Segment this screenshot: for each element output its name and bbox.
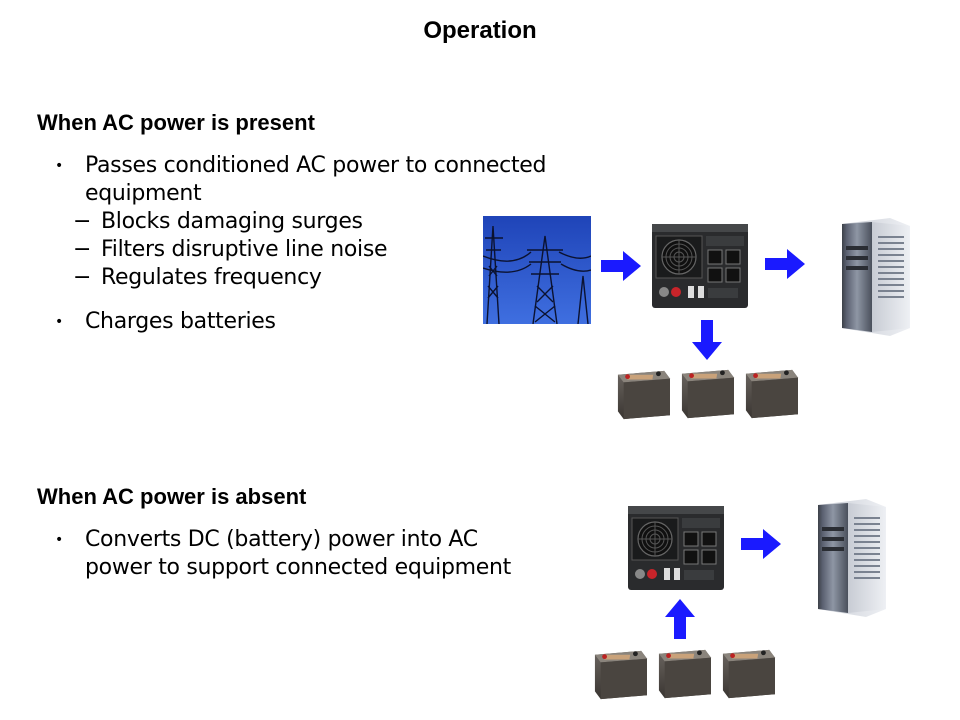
arrow-right-icon bbox=[601, 251, 641, 281]
arrow-up-icon bbox=[665, 599, 695, 639]
sub-bullet-list: − Blocks damaging surges − Filters disru… bbox=[37, 208, 617, 292]
battery-image bbox=[678, 366, 736, 420]
bullet-text: Charges batteries bbox=[85, 309, 276, 334]
bullet-item: • Converts DC (battery) power into AC po… bbox=[37, 526, 597, 582]
arrow-right-icon bbox=[765, 249, 805, 279]
inverter-charger-image bbox=[626, 504, 726, 592]
bullet-text-line: equipment bbox=[85, 181, 202, 206]
bullet-glyph: • bbox=[55, 532, 63, 548]
dash-glyph: − bbox=[73, 209, 92, 234]
sub-bullet-text: Regulates frequency bbox=[101, 265, 322, 290]
slide-title: Operation bbox=[423, 17, 537, 44]
bullet-text-line: Passes conditioned AC power to connected bbox=[85, 153, 547, 178]
inverter-charger-image bbox=[650, 222, 750, 310]
arrow-down-icon bbox=[692, 320, 722, 360]
bullet-text: Converts DC (battery) power into AC powe… bbox=[85, 526, 511, 582]
sub-bullet-item: − Blocks damaging surges bbox=[73, 208, 617, 236]
arrow-right-icon bbox=[741, 529, 781, 559]
bullet-list-absent: • Converts DC (battery) power into AC po… bbox=[37, 526, 597, 582]
bullet-item: • Charges batteries bbox=[37, 308, 617, 336]
server-tower-image bbox=[832, 216, 912, 336]
dash-glyph: − bbox=[73, 265, 92, 290]
bullet-glyph: • bbox=[55, 314, 63, 330]
bullet-list-present: • Passes conditioned AC power to connect… bbox=[37, 152, 617, 336]
bullet-text: Passes conditioned AC power to connected… bbox=[85, 152, 546, 208]
bullet-item: • Passes conditioned AC power to connect… bbox=[37, 152, 617, 208]
bullet-glyph: • bbox=[55, 158, 63, 174]
sub-bullet-item: − Regulates frequency bbox=[73, 264, 617, 292]
dash-glyph: − bbox=[73, 237, 92, 262]
sub-bullet-text: Blocks damaging surges bbox=[101, 209, 363, 234]
section-heading-absent: When AC power is absent bbox=[37, 484, 307, 509]
sub-bullet-text: Filters disruptive line noise bbox=[101, 237, 388, 262]
power-lines-image bbox=[483, 216, 591, 324]
sub-bullet-item: − Filters disruptive line noise bbox=[73, 236, 617, 264]
server-tower-image bbox=[808, 497, 888, 617]
battery-image bbox=[742, 366, 800, 420]
bullet-text-line: Converts DC (battery) power into AC bbox=[85, 527, 478, 552]
bullet-text-line: power to support connected equipment bbox=[85, 555, 511, 580]
section-heading-present: When AC power is present bbox=[37, 110, 315, 135]
battery-image bbox=[591, 647, 649, 701]
battery-image bbox=[614, 367, 672, 421]
battery-image bbox=[719, 646, 777, 700]
battery-image bbox=[655, 646, 713, 700]
